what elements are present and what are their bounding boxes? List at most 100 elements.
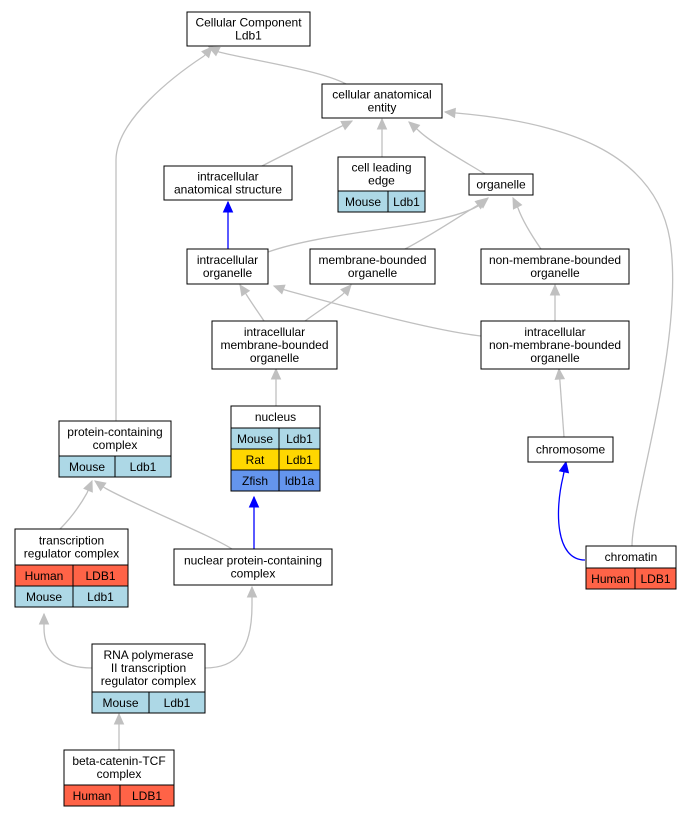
- edge-line-end: [444, 111, 457, 114]
- edge-cellular_anatomical_entity-to-root: [207, 46, 347, 85]
- species-label: Mouse: [237, 432, 273, 446]
- species-label: Zfish: [242, 474, 268, 488]
- gene-cell: [634, 567, 677, 590]
- node-label-line: II transcription: [111, 661, 186, 675]
- species-label: Human: [73, 789, 112, 803]
- node-label-line: organelle: [530, 351, 580, 365]
- node-label-line: intracellular: [244, 325, 305, 339]
- gene-cell: [148, 691, 206, 714]
- node-box: [309, 248, 436, 285]
- edge-line: [517, 207, 542, 250]
- species-label: Mouse: [69, 460, 105, 474]
- edge-rna_polymerase_ii_complex-to-nuclear_protein_containing_complex: [204, 585, 258, 669]
- gene-cell: [114, 455, 172, 478]
- edge-protein_containing_complex-to-root: [115, 46, 213, 421]
- edge-intracellular_membrane_bounded_organelle-to-membrane_bounded_organelle: [304, 284, 352, 322]
- edges-layer: [38, 46, 674, 750]
- edge-chromatin-to-cellular_anatomical_entity: [443, 107, 674, 547]
- node-label-line: membrane-bounded: [318, 253, 426, 267]
- species-label: Rat: [246, 453, 265, 467]
- edge-beta_catenin_tcf_complex-to-rna_polymerase_ii_complex: [113, 712, 125, 750]
- edge-cell_leading_edge-to-cellular_anatomical_entity: [376, 117, 388, 157]
- node-chromosome[interactable]: chromosome: [527, 436, 614, 463]
- edge-line: [304, 293, 344, 322]
- edge-line: [559, 381, 565, 438]
- edge-nuclear_protein_containing_complex-to-protein_containing_complex: [94, 480, 233, 550]
- gene-label: Ldb1: [87, 590, 114, 604]
- gene-cell: [387, 190, 426, 213]
- edge-line: [261, 125, 343, 167]
- node-label-line: organelle: [476, 178, 526, 192]
- edge-line-end: [239, 284, 247, 295]
- node-box: [527, 436, 614, 463]
- node-label-line: intracellular: [524, 325, 585, 339]
- node-label-line: complex: [93, 438, 138, 452]
- node-box: [211, 320, 338, 370]
- edge-line: [417, 129, 486, 175]
- node-box: [163, 165, 293, 201]
- edge-line: [557, 476, 586, 561]
- node-label-line: chromatin: [605, 550, 658, 564]
- edge-non_membrane_bounded_organelle-to-organelle: [512, 196, 542, 250]
- edge-intracellular_organelle-to-intracellular_anatomical_structure: [222, 200, 234, 249]
- node-label-line: non-membrane-bounded: [489, 338, 621, 352]
- edge-line-end: [477, 198, 487, 206]
- node-intracellular-non-membrane-bounded-organelle[interactable]: intracellularnon-membrane-boundedorganel…: [480, 320, 630, 370]
- edge-line: [204, 604, 253, 669]
- gene-label: LDB1: [640, 572, 670, 586]
- node-label-line: edge: [368, 174, 395, 188]
- edge-line: [455, 112, 674, 547]
- node-box: [480, 248, 630, 285]
- edge-transcription_regulator_complex-to-protein_containing_complex: [59, 479, 93, 530]
- node-label-line: entity: [368, 101, 397, 115]
- gene-label: LDB1: [85, 569, 115, 583]
- gene-cell: [119, 784, 175, 807]
- species-label: Mouse: [26, 590, 62, 604]
- species-label: Mouse: [102, 696, 138, 710]
- gene-label: Ldb1: [393, 195, 420, 209]
- node-label-line: transcription: [39, 534, 104, 548]
- edge-line-end: [86, 480, 93, 494]
- node-label-line: nucleus: [255, 410, 296, 424]
- node-organelle[interactable]: organelle: [468, 173, 534, 196]
- node-label-line: non-membrane-bounded: [489, 253, 621, 267]
- node-label-line: protein-containing: [67, 425, 162, 439]
- edge-line-end: [512, 197, 519, 209]
- node-label-line: complex: [231, 567, 276, 581]
- edge-line: [115, 55, 205, 421]
- node-label-line: Cellular Component: [195, 16, 302, 30]
- node-label-line: cell leading: [351, 161, 411, 175]
- node-label-line: RNA polymerase: [103, 648, 193, 662]
- node-label-line: organelle: [250, 351, 300, 365]
- gene-label: Ldb1: [164, 696, 191, 710]
- edge-intracellular_non_membrane_bounded_organelle-to-intracellular_organelle: [272, 284, 482, 337]
- species-label: Mouse: [345, 195, 381, 209]
- edge-membrane_bounded_organelle-to-organelle: [404, 198, 487, 250]
- edge-intracellular_anatomical_structure-to-cellular_anatomical_entity: [261, 120, 354, 167]
- node-box: [186, 248, 269, 285]
- gene-label: Ldb1: [286, 432, 313, 446]
- node-label-line: organelle: [530, 266, 580, 280]
- edge-line-end: [558, 368, 561, 383]
- edge-intracellular_membrane_bounded_organelle-to-intracellular_organelle: [239, 283, 265, 322]
- gene-label: Ldb1: [286, 453, 313, 467]
- edge-line-end: [203, 46, 213, 57]
- gene-cell: [72, 585, 129, 608]
